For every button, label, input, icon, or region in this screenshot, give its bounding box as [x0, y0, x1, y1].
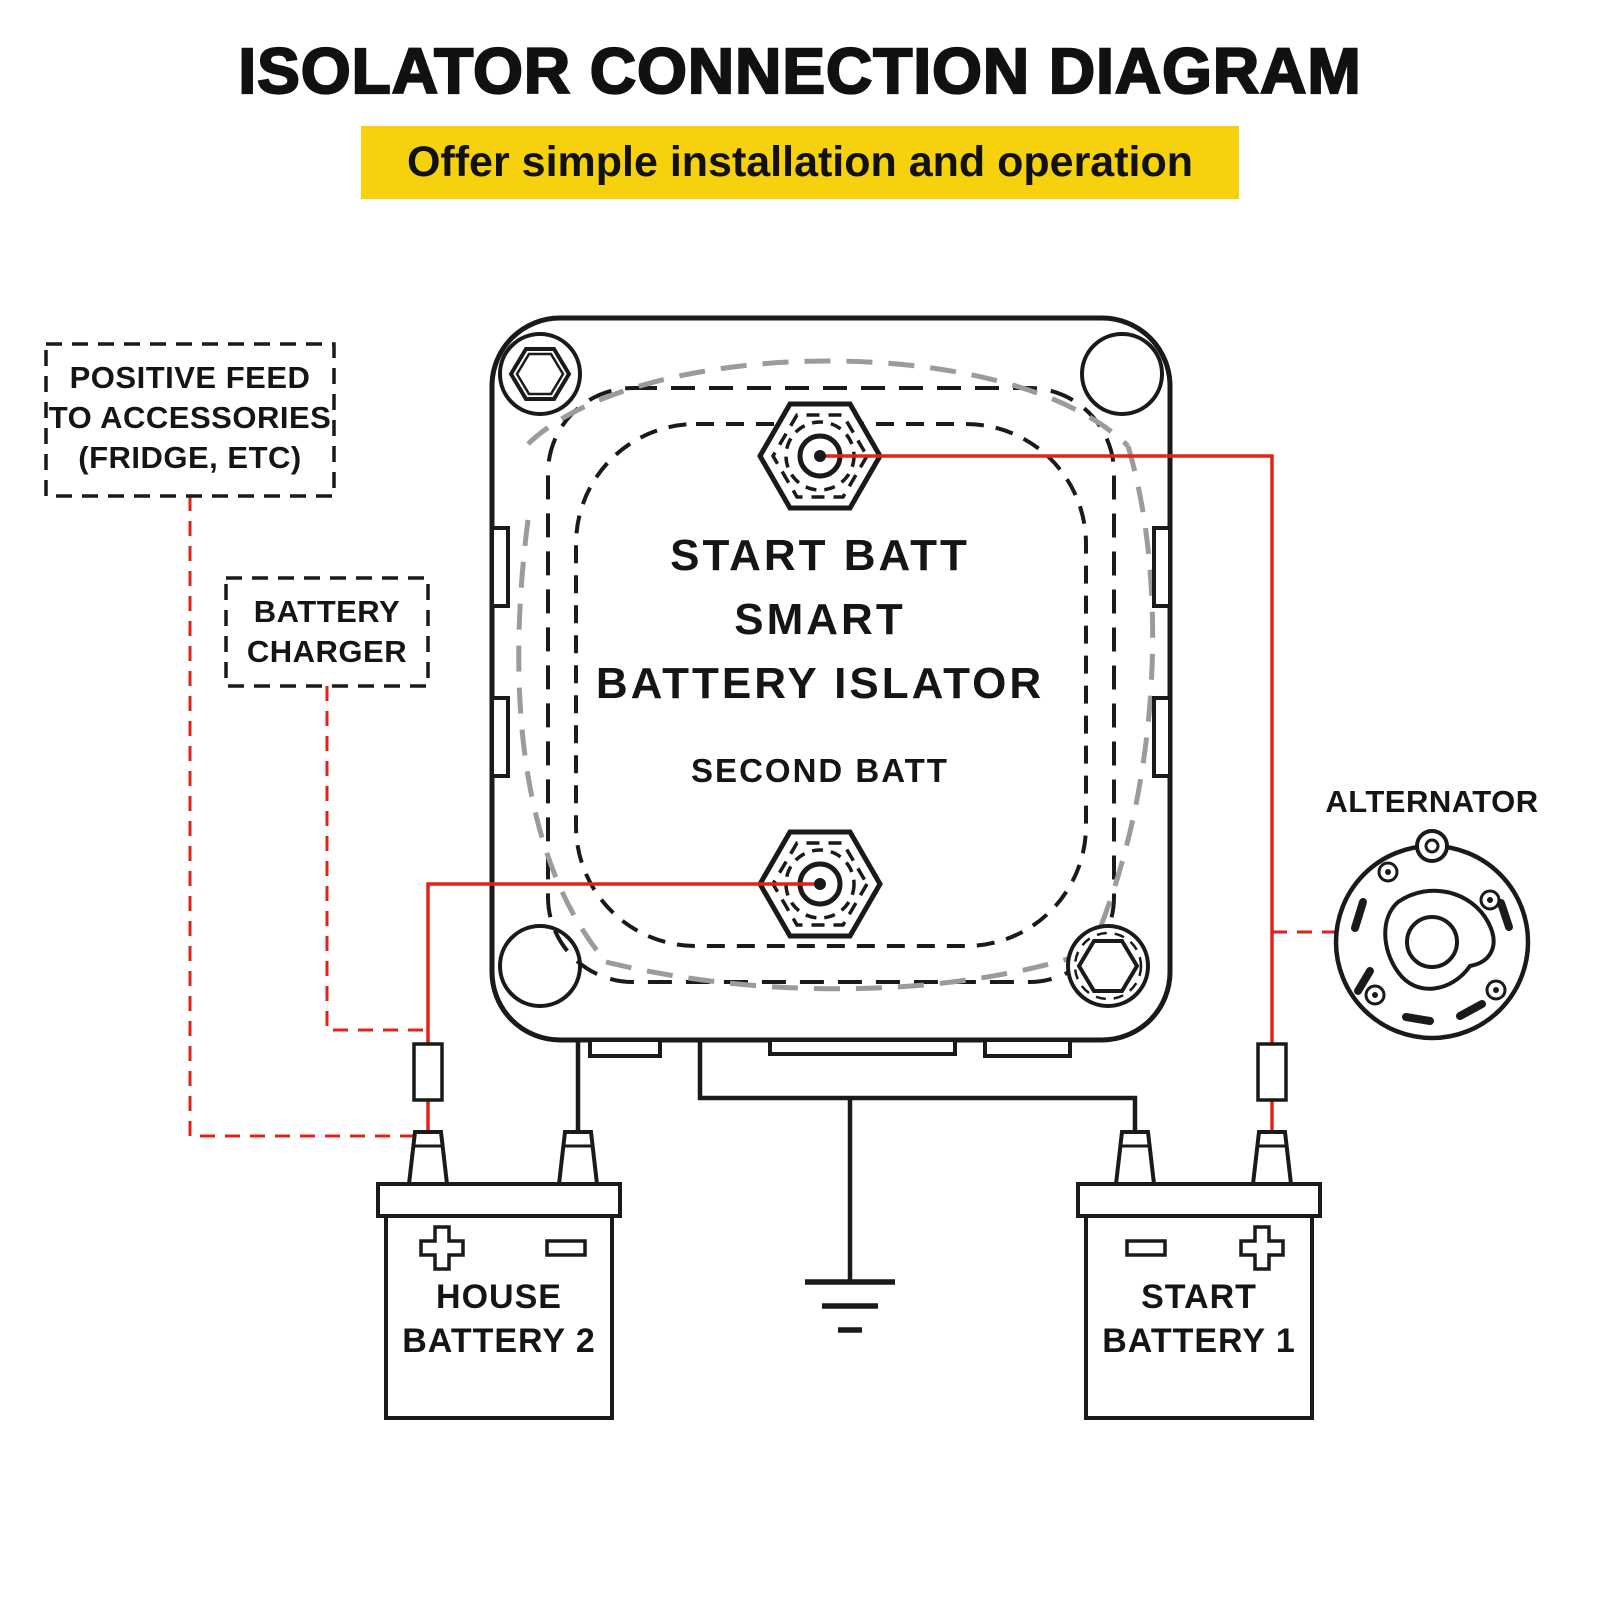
terminal-contact-dot-top — [814, 450, 826, 462]
house-battery-graphic: HOUSE BATTERY 2 — [376, 1130, 622, 1420]
alternator-pulley — [1405, 915, 1459, 969]
alternator-label: ALTERNATOR — [1325, 784, 1538, 819]
start-battery-lid — [1076, 1182, 1322, 1218]
callout-positive-feed-box — [44, 342, 336, 498]
house-battery-positive-post — [406, 1130, 450, 1186]
fuse-right — [1256, 1042, 1288, 1102]
subtitle-banner: Offer simple installation and operation — [360, 126, 1240, 199]
callout-positive-feed: POSITIVE FEED TO ACCESSORIES (FRIDGE, ET… — [44, 342, 336, 498]
alternator-bolts — [1364, 861, 1507, 1006]
isolator-right-tab-2 — [1152, 696, 1172, 778]
isolator-inner-seal-outer — [546, 386, 1116, 984]
isolator-label-battery-islator: BATTERY ISLATOR — [596, 659, 1044, 708]
house-battery-lid — [376, 1182, 622, 1218]
house-battery-minus-symbol — [545, 1239, 587, 1257]
house-battery-negative-post — [556, 1130, 600, 1186]
callout-battery-charger-box — [224, 576, 430, 688]
house-battery-plus-symbol — [419, 1225, 465, 1271]
alternator-vent-slots — [1351, 898, 1513, 1025]
isolator-foot-3 — [983, 1038, 1072, 1058]
isolator-label-second-batt: SECOND BATT — [691, 752, 949, 789]
ground-symbol — [805, 1279, 895, 1333]
isolator-right-tab-1 — [1152, 526, 1172, 608]
start-battery-label-2: BATTERY 1 — [1102, 1322, 1296, 1360]
isolator-gasket-curves — [516, 358, 1156, 992]
alternator-top-bolt — [1415, 829, 1449, 863]
callout-battery-charger: BATTERY CHARGER — [224, 576, 430, 688]
isolator-label-start-batt: START BATT — [670, 531, 970, 580]
start-battery-negative-post — [1113, 1130, 1157, 1186]
positive-feed-line3: (FRIDGE, ETC) — [78, 440, 302, 475]
corner-bolt-bottom-right — [1066, 924, 1150, 1008]
start-battery-graphic: START BATTERY 1 — [1076, 1130, 1322, 1420]
positive-feed-line1: POSITIVE FEED — [70, 360, 311, 395]
alternator-graphic: ALTERNATOR — [1325, 784, 1538, 1041]
start-battery-label-1: START — [1141, 1278, 1257, 1316]
fuse-left — [412, 1042, 444, 1102]
battery-charger-line1: BATTERY — [254, 594, 400, 629]
isolator-label-smart: SMART — [734, 595, 905, 644]
battery-charger-line2: CHARGER — [247, 634, 407, 669]
corner-hole-top-right — [1080, 332, 1164, 416]
start-battery-minus-symbol — [1125, 1239, 1167, 1257]
positive-feed-line2: TO ACCESSORIES — [49, 400, 332, 435]
isolator-left-tab-2 — [490, 696, 510, 778]
house-battery-label-1: HOUSE — [436, 1278, 562, 1316]
wire-negative-start-and-ground — [697, 1040, 1138, 1282]
isolator-foot-2 — [768, 1038, 957, 1056]
corner-bolt-top-left — [498, 332, 582, 416]
terminal-contact-dot-bottom — [814, 878, 826, 890]
wire-battery-charger-feed — [325, 686, 428, 1032]
start-battery-plus-symbol — [1239, 1225, 1285, 1271]
alternator-center-plate — [1383, 888, 1496, 991]
isolator-left-tab-1 — [490, 526, 510, 608]
start-battery-positive-post — [1250, 1130, 1294, 1186]
wire-positive-feed-accessories — [188, 496, 426, 1138]
corner-hole-bottom-left — [498, 924, 582, 1008]
isolator-body: START BATT SMART BATTERY ISLATOR SECOND … — [489, 315, 1173, 1058]
wire-start-batt-to-battery1 — [814, 450, 1274, 1132]
page-title: ISOLATOR CONNECTION DIAGRAM — [237, 34, 1362, 108]
house-battery-label-2: BATTERY 2 — [402, 1322, 596, 1360]
isolator-foot-1 — [588, 1038, 662, 1058]
